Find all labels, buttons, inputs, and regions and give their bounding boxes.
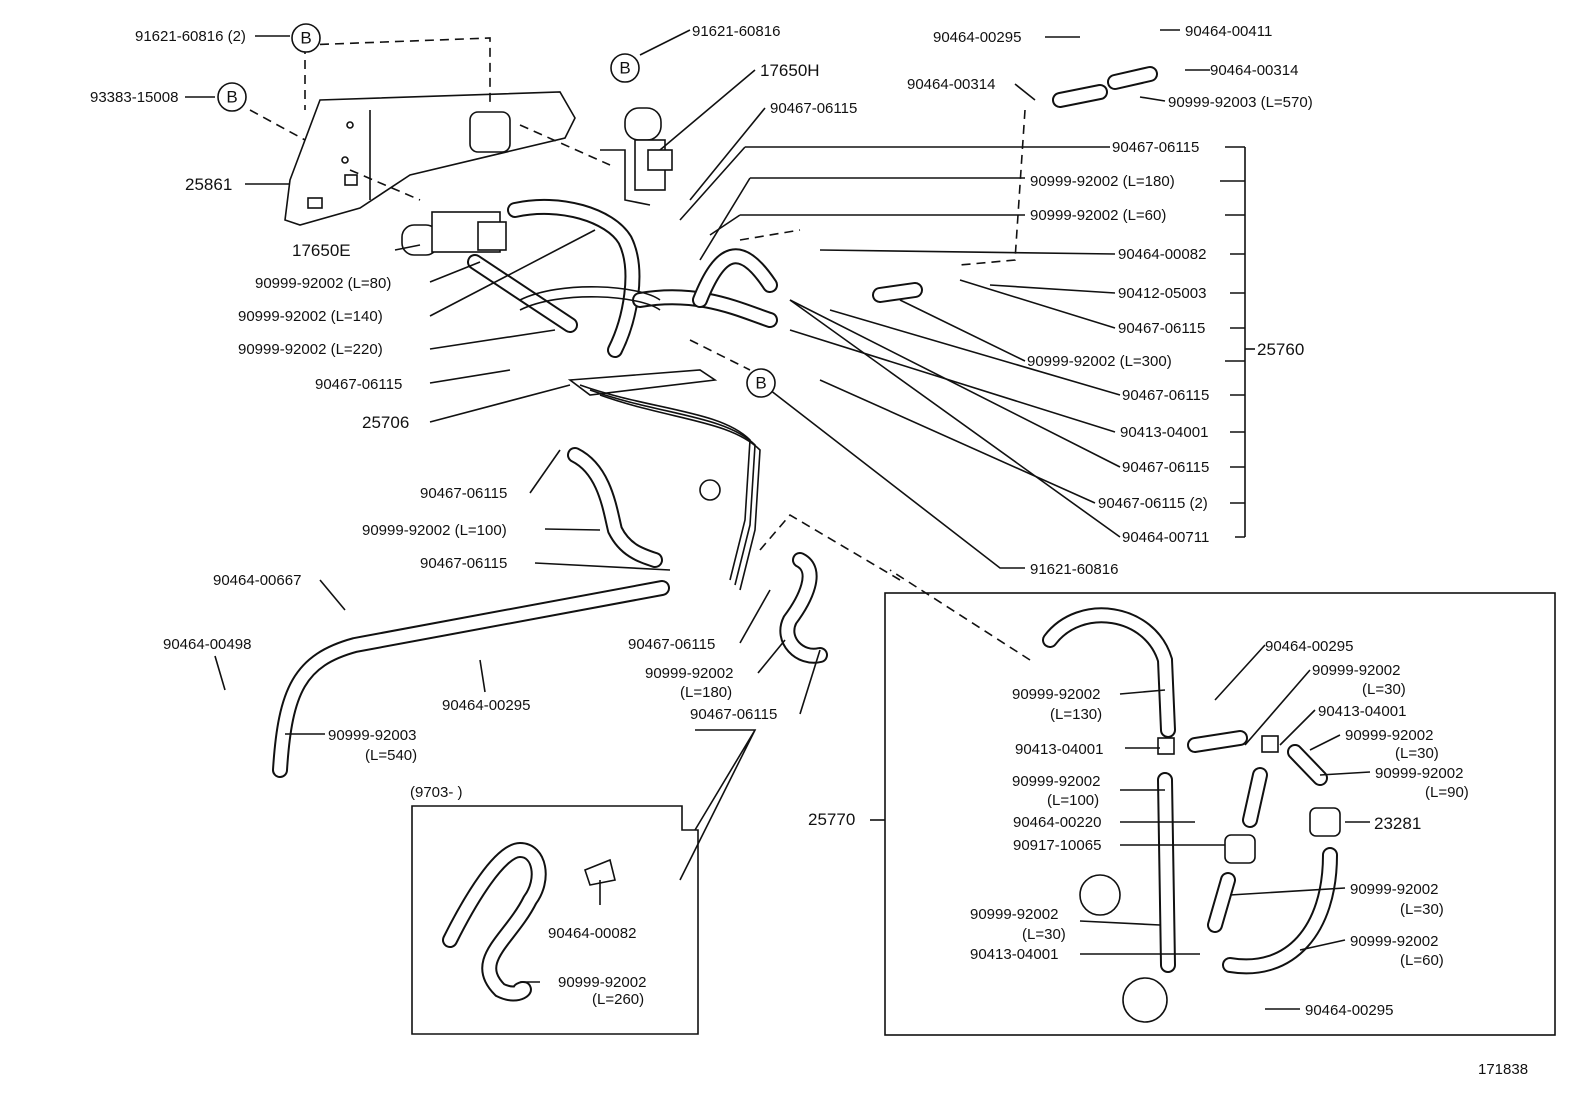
box-label-l60-length: (L=60) xyxy=(1400,952,1444,969)
label-93383-15008: 93383-15008 xyxy=(90,89,178,106)
label-r1: 90467-06115 xyxy=(1112,139,1199,156)
callout-b-2: B xyxy=(217,82,247,112)
label-91621-60816-2: 91621-60816 (2) xyxy=(135,28,246,45)
label-clip-m1: 90467-06115 xyxy=(420,485,507,502)
callout-b-4: B xyxy=(746,368,776,398)
box-label-l30a-length: (L=30) xyxy=(1362,681,1406,698)
label-25770: 25770 xyxy=(808,810,855,829)
label-25706: 25706 xyxy=(362,413,409,432)
svg-text:B: B xyxy=(300,29,311,48)
inset-label-90464-00082: 90464-00082 xyxy=(548,925,636,942)
label-hose-l80: 90999-92002 (L=80) xyxy=(255,275,391,292)
box-label-l30d-part: 90999-92002 xyxy=(1350,881,1438,898)
svg-text:B: B xyxy=(226,88,237,107)
label-hose-l540-length: (L=540) xyxy=(365,747,417,764)
callout-b-3: B xyxy=(610,53,640,83)
box-label-90413-c: 90413-04001 xyxy=(1318,703,1406,720)
box-label-l90-part: 90999-92002 xyxy=(1375,765,1463,782)
dash-guide-6 xyxy=(739,229,801,241)
label-hose-l180b-length: (L=180) xyxy=(680,684,732,701)
label-17650E: 17650E xyxy=(292,241,351,260)
svg-text:B: B xyxy=(755,374,766,393)
label-90464-00314-left: 90464-00314 xyxy=(907,76,995,93)
label-90464-00667: 90464-00667 xyxy=(213,572,301,589)
box-label-90413-a: 90413-04001 xyxy=(1015,741,1103,758)
label-17650H: 17650H xyxy=(760,61,820,80)
inset-title: (9703- ) xyxy=(410,784,463,801)
box-label-l30c-part: 90999-92002 xyxy=(970,906,1058,923)
box-label-90464-00220: 90464-00220 xyxy=(1013,814,1101,831)
box-25770 xyxy=(884,592,1556,1036)
label-r6: 90467-06115 xyxy=(1118,320,1205,337)
label-r9: 90413-04001 xyxy=(1120,424,1208,441)
label-90464-00295-top: 90464-00295 xyxy=(933,29,1021,46)
figure-number: 171838 xyxy=(1478,1061,1528,1078)
inset-label-hose-l260-length: (L=260) xyxy=(592,991,644,1008)
svg-text:B: B xyxy=(619,59,630,78)
label-91621-60816-mid: 91621-60816 xyxy=(1030,561,1118,578)
dash-guide-3 xyxy=(519,124,611,166)
box-label-l130-length: (L=130) xyxy=(1050,706,1102,723)
box-label-90464-00295-b: 90464-00295 xyxy=(1305,1002,1393,1019)
box-label-l130-part: 90999-92002 xyxy=(1012,686,1100,703)
bracket-25861 xyxy=(284,91,576,226)
label-90464-00314-right: 90464-00314 xyxy=(1210,62,1298,79)
box-label-90464-00295-a: 90464-00295 xyxy=(1265,638,1353,655)
label-90464-00295-mid: 90464-00295 xyxy=(442,697,530,714)
dash-guide-8 xyxy=(759,513,1031,661)
box-label-23281: 23281 xyxy=(1374,814,1421,833)
dash-guide-2 xyxy=(249,109,306,141)
label-r4: 90464-00082 xyxy=(1118,246,1206,263)
label-hose-l540-part: 90999-92003 xyxy=(328,727,416,744)
label-90467-06115-low2: 90467-06115 xyxy=(690,706,777,723)
label-90464-00411: 90464-00411 xyxy=(1185,23,1272,40)
inset-9703 xyxy=(411,729,757,1035)
label-r3: 90999-92002 (L=60) xyxy=(1030,207,1166,224)
pipe-assembly-25706 xyxy=(519,286,761,591)
label-hose-l140: 90999-92002 (L=140) xyxy=(238,308,383,325)
box-label-90413-b: 90413-04001 xyxy=(970,946,1058,963)
box-label-l30d-length: (L=30) xyxy=(1400,901,1444,918)
box-label-90917-10065: 90917-10065 xyxy=(1013,837,1101,854)
label-90467-06115-top: 90467-06115 xyxy=(770,100,857,117)
box-label-l90-length: (L=90) xyxy=(1425,784,1469,801)
label-r10: 90467-06115 xyxy=(1122,459,1209,476)
label-r7: 90999-92002 (L=300) xyxy=(1027,353,1172,370)
leader-lines xyxy=(185,29,1371,1010)
label-r5: 90412-05003 xyxy=(1118,285,1206,302)
label-hose-l220: 90999-92002 (L=220) xyxy=(238,341,383,358)
label-90467-06115-low: 90467-06115 xyxy=(628,636,715,653)
label-r12: 90464-00711 xyxy=(1122,529,1209,546)
label-hose-l570: 90999-92003 (L=570) xyxy=(1168,94,1313,111)
inset-label-hose-l260-part: 90999-92002 xyxy=(558,974,646,991)
box-label-l30b-length: (L=30) xyxy=(1395,745,1439,762)
vsv-17650H xyxy=(600,107,673,206)
label-91621-60816-top: 91621-60816 xyxy=(692,23,780,40)
box-label-l30a-part: 90999-92002 xyxy=(1312,662,1400,679)
middle-hoses xyxy=(272,447,828,778)
dash-guide-1 xyxy=(304,37,491,110)
box-label-l30b-part: 90999-92002 xyxy=(1345,727,1433,744)
dash-guide-5 xyxy=(959,109,1026,266)
box-label-l30c-length: (L=30) xyxy=(1022,926,1066,943)
label-90467-06115-left: 90467-06115 xyxy=(315,376,402,393)
label-clip-m2: 90467-06115 xyxy=(420,555,507,572)
label-25861: 25861 xyxy=(185,175,232,194)
label-r8: 90467-06115 xyxy=(1122,387,1209,404)
callout-b-1: B xyxy=(291,23,321,53)
upper-hoses xyxy=(467,66,1158,358)
box-label-l100-part: 90999-92002 xyxy=(1012,773,1100,790)
label-hose-l100: 90999-92002 (L=100) xyxy=(362,522,507,539)
box-label-l60-part: 90999-92002 xyxy=(1350,933,1438,950)
label-r2: 90999-92002 (L=180) xyxy=(1030,173,1175,190)
label-hose-l180b-part: 90999-92002 xyxy=(645,665,733,682)
vsv-17650E xyxy=(401,211,507,256)
label-25760: 25760 xyxy=(1257,340,1304,359)
box-label-l100-length: (L=100) xyxy=(1047,792,1099,809)
label-r11: 90467-06115 (2) xyxy=(1098,495,1208,512)
dash-guide-4 xyxy=(349,169,421,201)
dash-guide-7 xyxy=(689,339,751,371)
label-90464-00498: 90464-00498 xyxy=(163,636,251,653)
